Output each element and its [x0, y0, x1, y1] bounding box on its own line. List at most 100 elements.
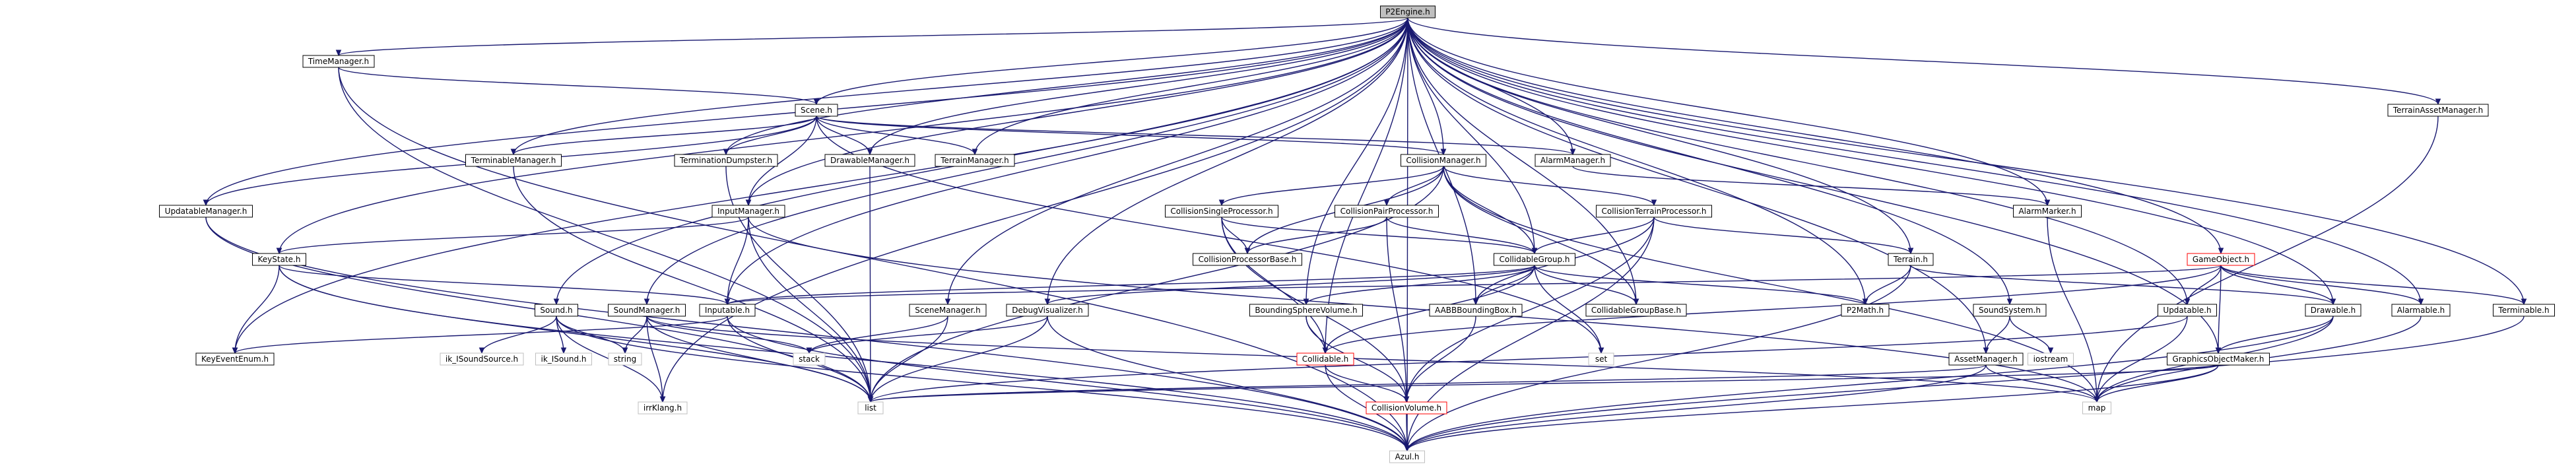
node-ik_isound: ik_ISound.h	[535, 352, 592, 366]
node-alarmmanager[interactable]: AlarmManager.h	[1535, 154, 1611, 167]
node-set: set	[1588, 352, 1614, 366]
node-label: iostream	[2033, 354, 2068, 364]
node-aabbboundingbox[interactable]: AABBBoundingBox.h	[1429, 304, 1523, 317]
node-iostream: iostream	[2028, 352, 2074, 366]
node-collisionvolume[interactable]: CollisionVolume.h	[1366, 401, 1447, 415]
edge-debugvisualizer-azul	[1047, 316, 1410, 452]
node-box	[195, 352, 275, 366]
node-gameobject[interactable]: GameObject.h	[2187, 253, 2255, 266]
node-box	[2391, 304, 2451, 317]
node-collisionprocessorbase[interactable]: CollisionProcessorBase.h	[1193, 253, 1302, 266]
node-collisionpairprocessor[interactable]: CollisionPairProcessor.h	[1335, 205, 1439, 218]
node-updatablemanager[interactable]: UpdatableManager.h	[159, 205, 253, 218]
edge-terminablemanager-list	[513, 166, 874, 403]
edge-p2engine-terrain	[1407, 17, 1914, 255]
node-label: TerminationDumpster.h	[679, 156, 772, 165]
node-terrain[interactable]: Terrain.h	[1888, 253, 1934, 266]
edge-soundsystem-iostream	[2009, 316, 2054, 354]
node-collidablegroupbase[interactable]: CollidableGroupBase.h	[1585, 304, 1687, 317]
node-box	[2028, 352, 2074, 366]
node-terrainmanager[interactable]: TerrainManager.h	[935, 154, 1015, 167]
node-assetmanager[interactable]: AssetManager.h	[1948, 352, 2024, 366]
node-sound[interactable]: Sound.h	[535, 304, 578, 317]
node-box	[699, 304, 756, 317]
node-timemanager[interactable]: TimeManager.h	[302, 55, 375, 68]
node-inputmanager[interactable]: InputManager.h	[711, 205, 785, 218]
edge-collisionterrainprocessor-terrain	[1653, 217, 1914, 255]
edge-p2engine-graphicsobjectmaker	[1407, 17, 2222, 354]
node-terrainassetmanager[interactable]: TerrainAssetManager.h	[2387, 104, 2489, 117]
node-label: CollisionManager.h	[1406, 156, 1480, 165]
edge-debugvisualizer-stack	[806, 316, 1048, 354]
node-collidable[interactable]: Collidable.h	[1296, 352, 1354, 366]
node-box	[1535, 154, 1611, 167]
edge-scene-drawablemanager	[816, 116, 873, 156]
node-box	[1249, 304, 1363, 317]
edge-keystate-list	[279, 265, 874, 403]
node-drawablemanager[interactable]: DrawableManager.h	[824, 154, 915, 167]
node-terminable[interactable]: Terminable.h	[2493, 304, 2555, 317]
node-debugvisualizer[interactable]: DebugVisualizer.h	[1006, 304, 1089, 317]
nodes-layer: P2Engine.hTimeManager.hScene.hTerminable…	[159, 5, 2555, 463]
node-label: CollisionSingleProcessor.h	[1170, 207, 1272, 216]
edge-soundmanager-string	[622, 316, 647, 354]
node-label: list	[865, 403, 876, 413]
node-collisionmanager[interactable]: CollisionManager.h	[1401, 154, 1486, 167]
node-collisionsingleprocessor[interactable]: CollisionSingleProcessor.h	[1165, 205, 1278, 218]
node-boundingspherevolume[interactable]: BoundingSphereVolume.h	[1249, 304, 1363, 317]
edge-collidablegroup-set	[1534, 265, 1604, 354]
edge-p2engine-alarmmarker	[1407, 17, 2051, 207]
node-soundsystem[interactable]: SoundSystem.h	[1973, 304, 2047, 317]
edge-scenemanager-list	[867, 316, 948, 403]
edges-layer	[203, 17, 2527, 452]
node-label: Drawable.h	[2311, 306, 2356, 315]
node-label: Collidable.h	[1302, 354, 1348, 364]
node-label: P2Math.h	[1847, 306, 1884, 315]
edge-sound-ik_isound	[556, 316, 567, 354]
node-soundmanager[interactable]: SoundManager.h	[608, 304, 686, 317]
edge-collidablegroup-collidablegroupbase	[1534, 265, 1639, 306]
node-updatable[interactable]: Updatable.h	[2158, 304, 2217, 317]
node-collisionterrainprocessor[interactable]: CollisionTerrainProcessor.h	[1596, 205, 1712, 218]
node-label: SceneManager.h	[915, 306, 981, 315]
node-label: GameObject.h	[2193, 255, 2249, 264]
node-alarmable[interactable]: Alarmable.h	[2391, 304, 2451, 317]
node-box	[535, 352, 592, 366]
edge-p2engine-terrainassetmanager	[1407, 17, 2441, 106]
node-keystate[interactable]: KeyState.h	[252, 253, 306, 266]
edge-assetmanager-list	[867, 364, 1987, 403]
node-terminationdumpster[interactable]: TerminationDumpster.h	[674, 154, 778, 167]
edge-gameobject-inputable	[724, 265, 2222, 306]
edge-collisionmanager-collisionsingleprocessor	[1218, 166, 1444, 207]
node-label: KeyState.h	[258, 255, 301, 264]
node-collidablegroup[interactable]: CollidableGroup.h	[1494, 253, 1575, 266]
edge-scene-alarmmanager	[816, 116, 1576, 156]
node-box	[638, 401, 688, 415]
edge-collisionterrainprocessor-collidablegroup	[1531, 217, 1655, 255]
node-inputable[interactable]: Inputable.h	[699, 304, 756, 317]
node-label: KeyEventEnum.h	[201, 354, 269, 364]
node-label: Terminable.h	[2497, 306, 2549, 315]
edge-scene-set	[816, 116, 1604, 354]
node-label: CollisionVolume.h	[1371, 403, 1441, 413]
node-label: P2Engine.h	[1385, 7, 1430, 17]
node-label: CollisionProcessorBase.h	[1199, 255, 1297, 264]
node-keyeventenum[interactable]: KeyEventEnum.h	[195, 352, 275, 366]
node-terminablemanager[interactable]: TerminableManager.h	[465, 154, 562, 167]
node-drawable[interactable]: Drawable.h	[2305, 304, 2361, 317]
edge-soundsystem-assetmanager	[1983, 316, 2010, 354]
node-label: SoundSystem.h	[1979, 306, 2041, 315]
node-alarmmarker[interactable]: AlarmMarker.h	[2013, 205, 2082, 218]
node-list: list	[857, 401, 884, 415]
node-p2engine[interactable]: P2Engine.h	[1380, 5, 1436, 18]
edge-sound-ik_isoundsource	[479, 316, 557, 354]
node-box	[1335, 205, 1439, 218]
edge-collisionvolume-azul	[1404, 413, 1410, 452]
node-scenemanager[interactable]: SceneManager.h	[909, 304, 987, 317]
edge-boundingspherevolume-collidable	[1305, 316, 1329, 354]
node-p2math[interactable]: P2Math.h	[1841, 304, 1890, 317]
node-scene[interactable]: Scene.h	[795, 104, 838, 117]
node-azul: Azul.h	[1389, 450, 1425, 463]
node-graphicsobjectmaker[interactable]: GraphicsObjectMaker.h	[2167, 352, 2270, 366]
node-box	[608, 352, 642, 366]
